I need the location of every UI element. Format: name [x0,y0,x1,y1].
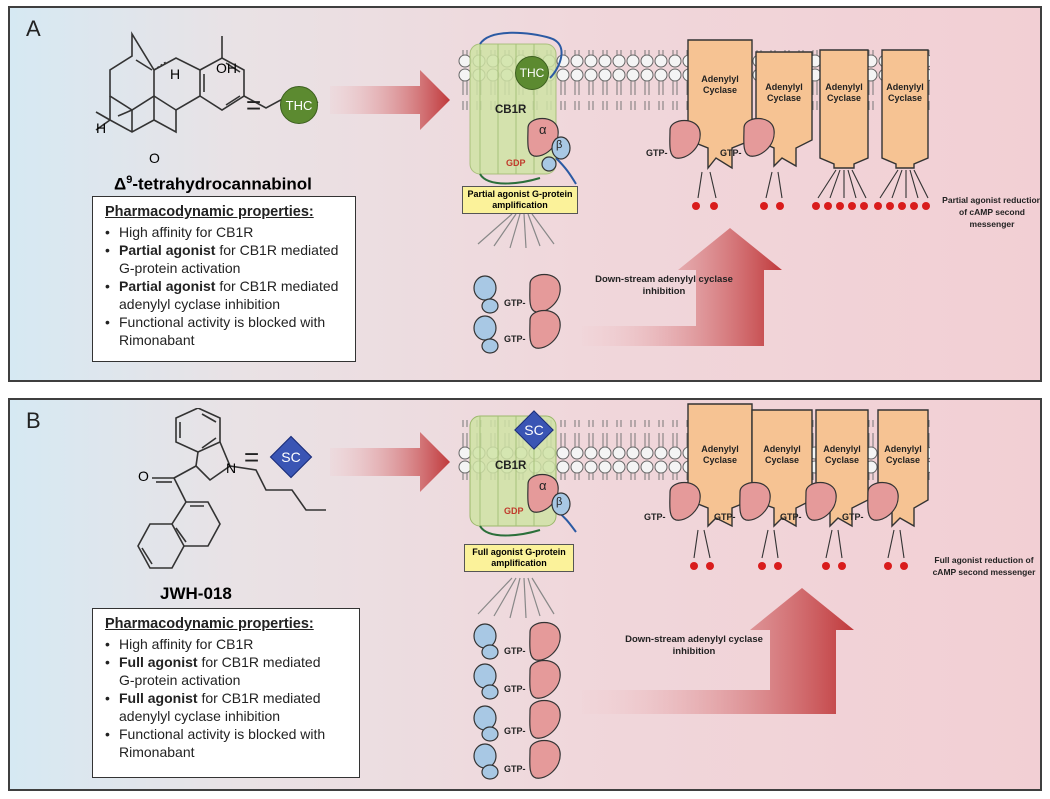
gtp-label: GTP- [504,334,526,344]
receptor-bound-thc-token: THC [515,56,549,90]
property-item: High affinity for CB1R [105,635,349,653]
adenylyl-cyclase-label: Adenylyl Cyclase [825,82,863,103]
activation-arrow [330,432,450,492]
activation-arrow [330,70,450,130]
properties-list: High affinity for CB1R Partial agonist f… [105,223,345,349]
property-item: Functional activity is blocked withRimon… [105,313,345,349]
properties-box: Pharmacodynamic properties: High affinit… [92,196,356,362]
gtp-label: GTP- [780,512,802,522]
beta-label: β [556,496,563,508]
adenylyl-cyclase-label: Adenylyl Cyclase [886,82,924,103]
amplification-arrows [477,577,555,619]
adenylyl-cyclase-label: Adenylyl Cyclase [701,74,739,95]
adenylyl-cyclase-label: Adenylyl Cyclase [823,444,861,465]
camp-dots [692,202,930,210]
adenylyl-cyclase-label: Adenylyl Cyclase [884,444,922,465]
receptor-label: CB1R [495,104,527,116]
equals-sign: = [246,90,262,120]
property-item: Partial agonist for CB1R mediatedG-prote… [105,241,345,277]
molecule-name: Δ9-tetrahydrocannabinol [114,174,312,194]
camp-arrows [697,169,929,199]
downstream-label: Down-stream adenylyl cyclase inhibition [625,634,763,657]
property-item: Functional activity is blocked withRimon… [105,725,349,761]
gtp-label: GTP- [504,684,526,694]
gtp-label: GTP- [504,764,526,774]
free-g-proteins [473,621,561,780]
beta-label: β [556,139,563,151]
panel-letter: B [26,408,41,433]
g-protein-complex-bound [527,473,571,516]
panel-b: B O N JWH-018 = SC Pharmacodynamic prope… [8,398,1042,791]
thc-token: THC [280,86,318,124]
amplification-box: Full agonist G-protein amplification [464,544,574,572]
downstream-arrow [582,588,854,714]
properties-list: High affinity for CB1R Full agonist for … [105,635,349,761]
oh-group-label: OH [216,60,237,76]
panel-a-mechanism-graphics [330,31,930,354]
gdp-label: GDP [506,158,526,168]
property-item: Full agonist for CB1R mediatedG-protein … [105,653,349,689]
free-g-proteins [473,273,561,354]
hydrogen-label-top: H [170,66,181,82]
panel-a: A OH H H O Δ9-tetrahydrocannabinol = THC [8,6,1042,382]
g-protein-complex-bound [527,117,571,172]
alpha-label: α [539,478,547,493]
gtp-label: GTP- [714,512,736,522]
downstream-arrow [582,228,782,346]
properties-title: Pharmacodynamic properties: [105,204,314,220]
oxygen-label: O [149,150,160,166]
oxygen-label: O [138,468,149,484]
camp-arrows [693,529,905,559]
adenylyl-cyclase-label: Adenylyl Cyclase [701,444,739,465]
gtp-label: GTP- [504,726,526,736]
receptor-bound-sc-label: SC [524,422,544,438]
alpha-label: α [539,122,547,137]
downstream-label: Down-stream adenylyl cyclase inhibition [595,274,733,297]
gdp-label: GDP [504,506,524,516]
gtp-label: GTP- [842,512,864,522]
properties-title: Pharmacodynamic properties: [105,616,314,632]
molecule-name: JWH-018 [160,584,232,603]
gtp-label: GTP- [720,148,742,158]
g-alpha-at-cyclase [669,117,775,159]
adenylyl-cyclase-label: Adenylyl Cyclase [763,444,801,465]
gtp-label: GTP- [504,298,526,308]
gtp-label: GTP- [644,512,666,522]
properties-box: Pharmacodynamic properties: High affinit… [92,608,360,778]
panel-letter: A [26,16,41,41]
reduction-label: Partial agonist reduction of cAMP second… [942,195,1042,229]
property-item: High affinity for CB1R [105,223,345,241]
reduction-label: Full agonist reduction of cAMP second me… [932,555,1036,577]
gtp-label: GTP- [504,646,526,656]
property-item: Partial agonist for CB1R mediatedadenyly… [105,277,345,313]
receptor-label: CB1R [495,460,527,472]
adenylyl-cyclase-label: Adenylyl Cyclase [765,82,803,103]
equals-sign: = [244,442,260,472]
amplification-arrows [477,213,555,249]
gtp-label: GTP- [646,148,668,158]
hydrogen-label-left: H [96,120,107,136]
nitrogen-label: N [226,460,237,476]
amplification-box: Partial agonist G-protein amplification [462,186,578,214]
sc-token-label: SC [281,449,301,465]
camp-dots [690,562,908,570]
panel-b-mechanism-graphics [330,403,930,780]
g-alpha-at-cyclase [669,481,899,521]
jwh018-molecule-structure [137,408,326,569]
